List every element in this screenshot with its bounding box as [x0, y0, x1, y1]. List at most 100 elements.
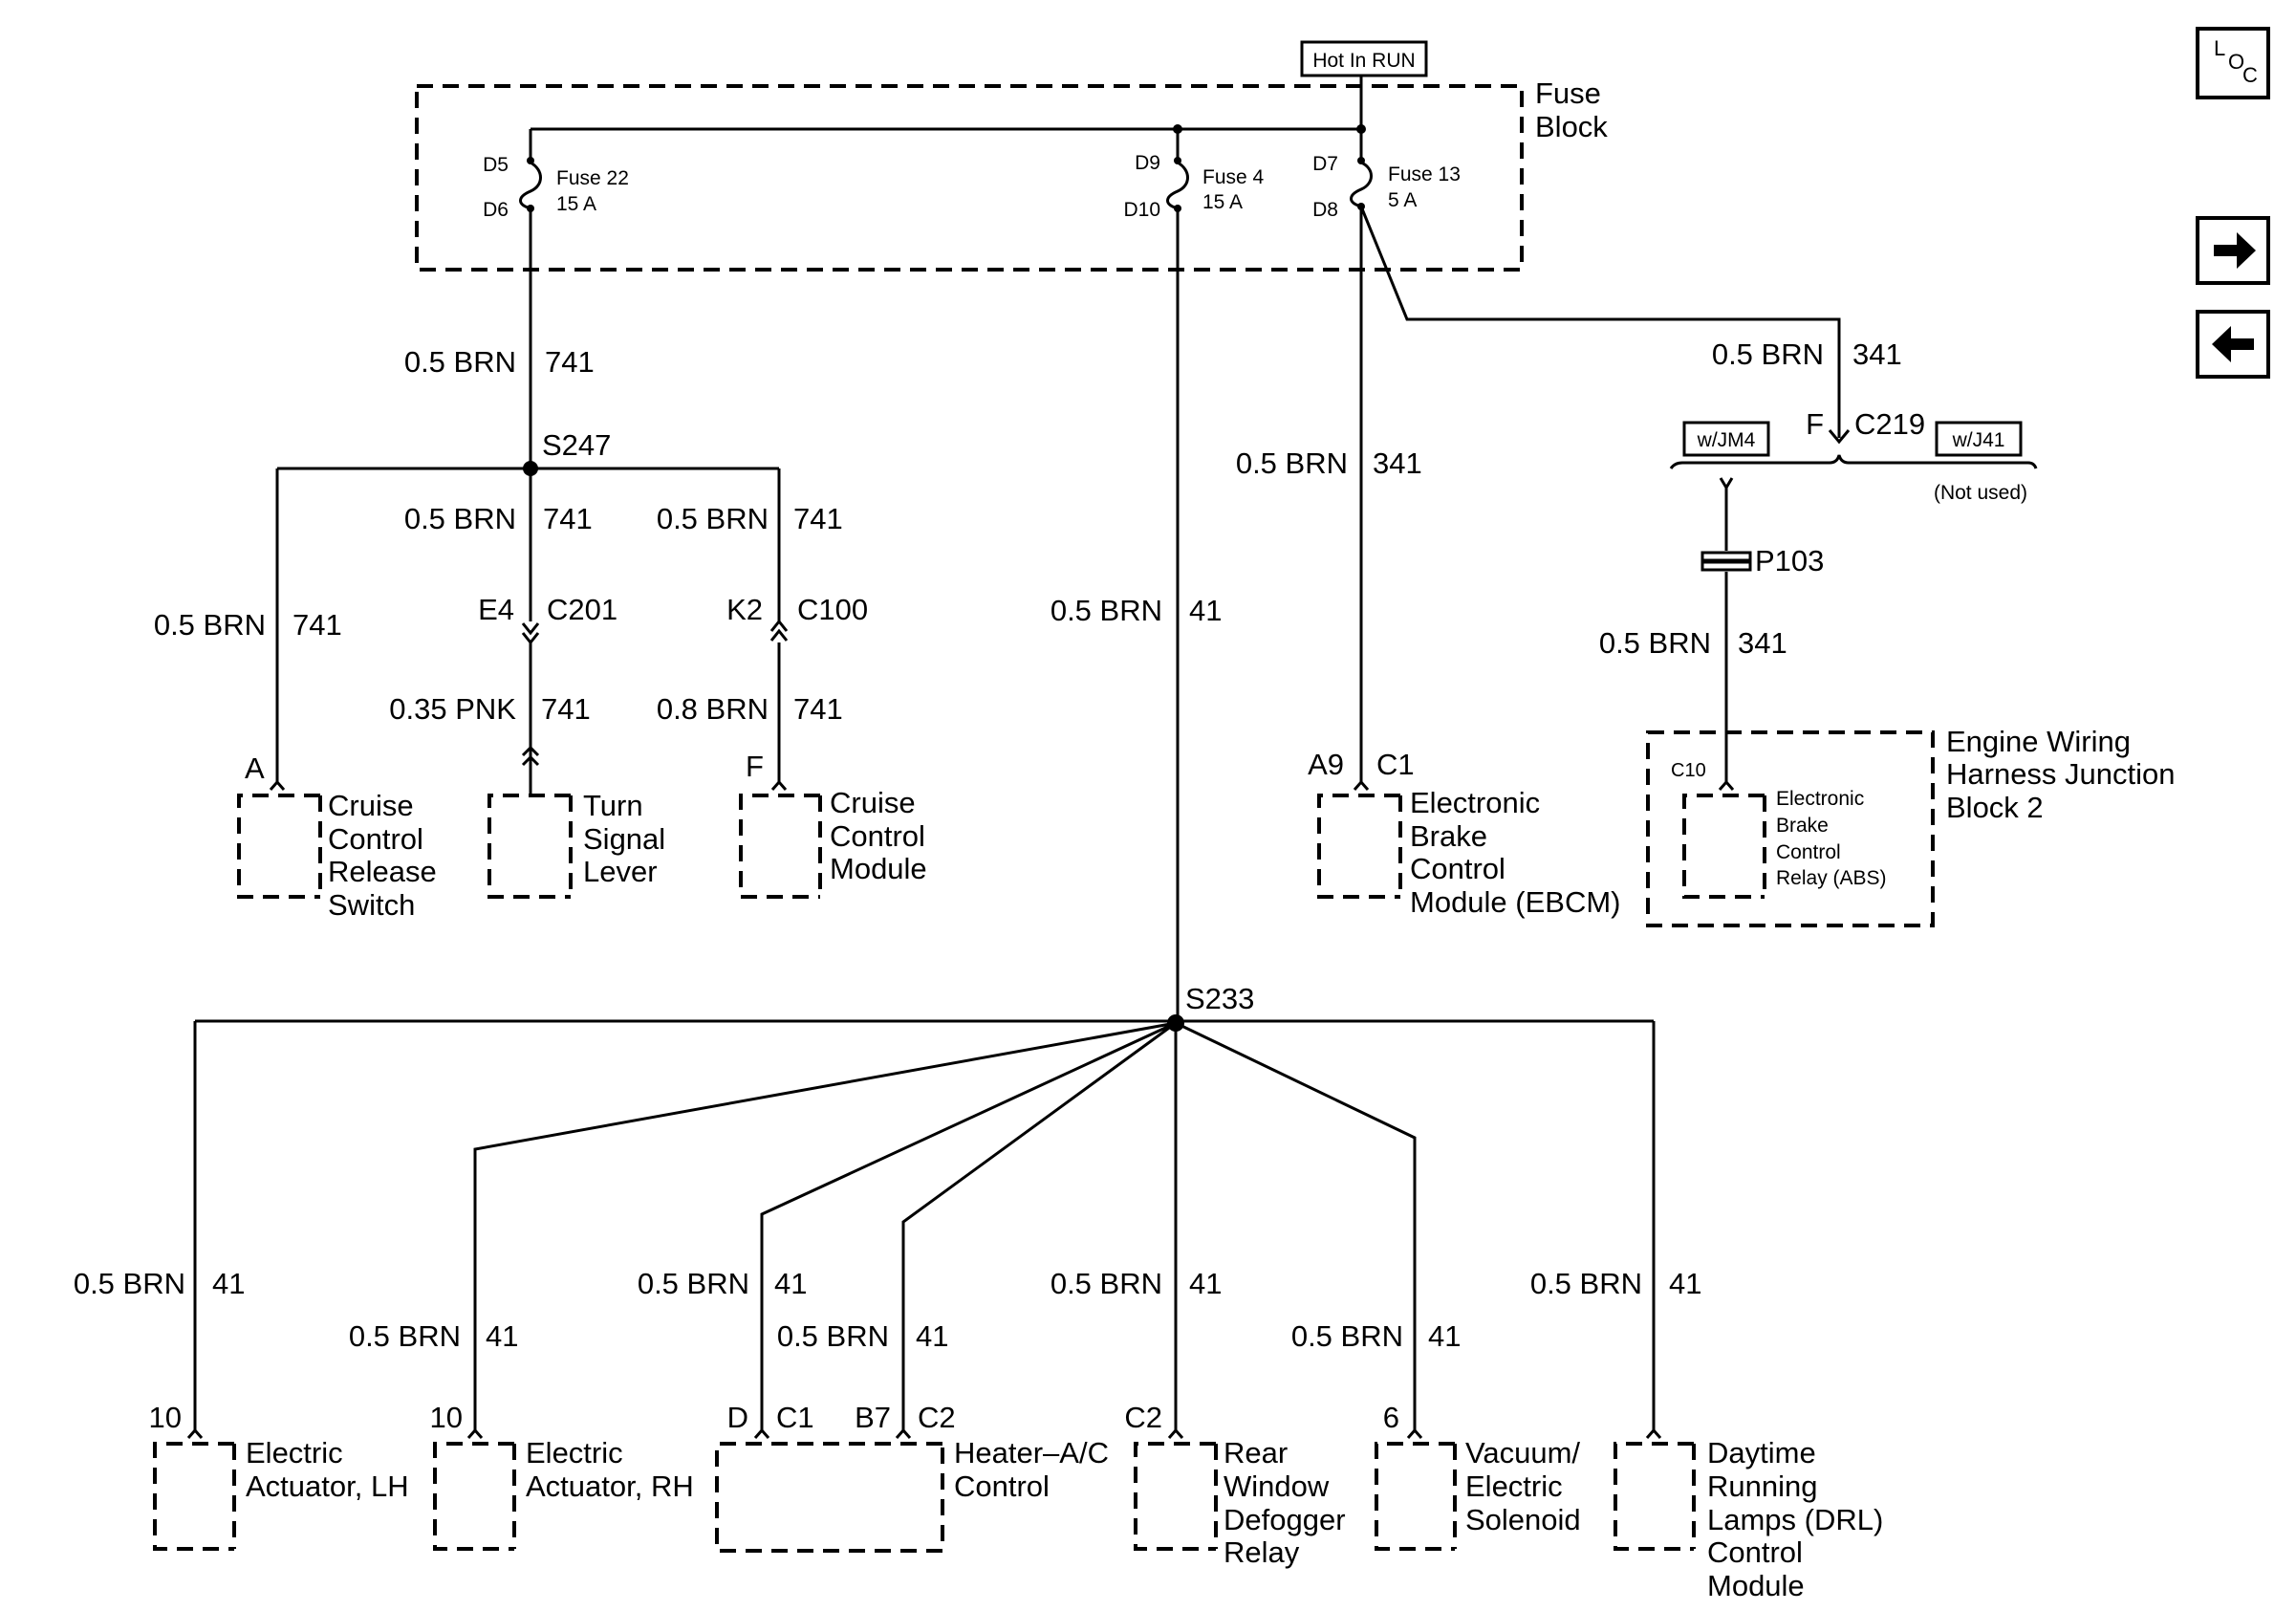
fuse-22-name: Fuse 22: [556, 167, 629, 189]
ebcr-line-4: Relay (ABS): [1776, 867, 1887, 889]
w41-main-circuit: 41: [1189, 594, 1222, 627]
electric-actuator-rh-box: [433, 1442, 516, 1551]
pin-d-hvac: D: [727, 1401, 748, 1434]
w741-right-circuit: 741: [793, 502, 843, 535]
engine-wiring-junction-block-box: [1646, 730, 1935, 927]
ewhjb-line-1: Engine Wiring: [1946, 725, 2131, 758]
conn-a-ccrs: A: [245, 751, 265, 785]
electric-actuator-lh-box: [153, 1442, 236, 1551]
arrow-left-icon: [2212, 326, 2254, 362]
conn-f-c219: F: [1806, 407, 1824, 441]
w741-08-gauge: 0.8 BRN: [657, 692, 769, 726]
c219-option-bar: [1669, 454, 2038, 469]
ccrs-line-3: Release: [328, 855, 437, 888]
b3-gauge: 0.5 BRN: [638, 1267, 749, 1300]
option-wjm4: w/JM4: [1697, 429, 1756, 451]
b5-gauge: 0.5 BRN: [1051, 1267, 1162, 1300]
ccm-line-3: Module: [830, 852, 927, 885]
vacuum-electric-solenoid-box: [1375, 1442, 1457, 1551]
ebcm-line-4: Module (EBCM): [1410, 885, 1621, 919]
w341-right-circuit: 341: [1852, 337, 1902, 371]
drl-line-1: Daytime: [1707, 1436, 1816, 1469]
fuse-4: D9 D10 Fuse 4 15 A: [1123, 152, 1264, 221]
p103-connector-icon: [1700, 551, 1752, 562]
drl-control-module-box: [1614, 1442, 1696, 1551]
ccrs-line-2: Control: [328, 822, 423, 856]
b3-circuit: 41: [774, 1267, 807, 1300]
conn-k2: K2: [726, 593, 763, 626]
w741-top-gauge: 0.5 BRN: [404, 345, 516, 379]
option-wj41: w/J41: [1952, 429, 2005, 451]
ebcm-box: [1317, 794, 1402, 899]
ea-lh-line-2: Actuator, LH: [246, 1469, 409, 1503]
w741-08-circuit: 741: [793, 692, 843, 726]
heater-ac-control-box: [715, 1442, 944, 1553]
w741-pnk-circuit: 741: [541, 692, 591, 726]
hvac-line-2: Control: [954, 1469, 1050, 1503]
rear-window-defogger-relay-box: [1134, 1442, 1218, 1551]
w741-mid-gauge: 0.5 BRN: [404, 502, 516, 535]
conn-e4: E4: [478, 593, 514, 626]
cruise-control-release-switch-box: [237, 794, 322, 899]
w41-main-gauge: 0.5 BRN: [1051, 594, 1162, 627]
pin-d8: D8: [1312, 199, 1338, 221]
conn-a9: A9: [1308, 748, 1344, 781]
b7-gauge: 0.5 BRN: [1530, 1267, 1642, 1300]
circuit-41: 0.5 BRN 41 S233 0.5 BRN 41 0.5 BRN 41 0.…: [74, 208, 1883, 1602]
b1-gauge: 0.5 BRN: [74, 1267, 185, 1300]
w741-top-circuit: 741: [545, 345, 595, 379]
fuse-block: Fuse Block Hot In RUN D5 D6 Fuse 22 15 A…: [415, 40, 1608, 272]
loc-button[interactable]: L O C: [2196, 27, 2270, 99]
ebcm-line-2: Brake: [1410, 819, 1487, 853]
ccrs-line-1: Cruise: [328, 789, 414, 822]
ewhjb-line-2: Harness Junction: [1946, 757, 2176, 791]
w341-ebcm-gauge: 0.5 BRN: [1236, 446, 1348, 480]
ccrs-line-4: Switch: [328, 888, 415, 922]
rwd-line-1: Rear: [1224, 1436, 1288, 1469]
loc-o: O: [2228, 50, 2244, 74]
turn-signal-lever-box: [487, 794, 573, 899]
conn-c100: C100: [797, 593, 868, 626]
hot-in-run-label: Hot In RUN: [1312, 50, 1415, 72]
prev-page-button[interactable]: [2196, 310, 2270, 379]
turn-signal-connector-icon: [521, 745, 540, 767]
w341-ebcm-circuit: 341: [1373, 446, 1422, 480]
w741-right-gauge: 0.5 BRN: [657, 502, 769, 535]
ves-line-3: Solenoid: [1465, 1503, 1581, 1536]
conn-c219: C219: [1854, 407, 1925, 441]
ccm-line-2: Control: [830, 819, 925, 853]
wjm4-box: [1682, 421, 1770, 457]
b7-circuit: 41: [1669, 1267, 1701, 1300]
drl-line-3: Lamps (DRL): [1707, 1503, 1883, 1536]
b4-circuit: 41: [916, 1319, 948, 1353]
w741-mid-circuit: 741: [543, 502, 593, 535]
ea-rh-line-1: Electric: [526, 1436, 623, 1469]
w341-p103-circuit: 341: [1738, 626, 1787, 660]
fuse-4-name: Fuse 4: [1202, 166, 1265, 188]
loc-c: C: [2242, 63, 2258, 87]
ebcm-line-3: Control: [1410, 852, 1505, 885]
w341-right-gauge: 0.5 BRN: [1712, 337, 1824, 371]
splice-s247-dot: [523, 461, 538, 476]
fuse-22: D5 D6 Fuse 22 15 A: [483, 154, 629, 221]
circuit-341: 0.5 BRN 341 A9 C1 Electronic Brake Contr…: [1236, 206, 2176, 927]
splice-s247-label: S247: [542, 428, 611, 462]
pin-10-lh: 10: [149, 1401, 182, 1434]
b2-gauge: 0.5 BRN: [349, 1319, 461, 1353]
fuse-bus: [529, 76, 1363, 158]
ebcr-line-1: Electronic: [1776, 788, 1864, 810]
b6-circuit: 41: [1428, 1319, 1461, 1353]
pin-d7: D7: [1312, 153, 1338, 175]
pin-d6: D6: [483, 199, 509, 221]
w741-left-circuit: 741: [292, 608, 342, 642]
ea-rh-line-2: Actuator, RH: [526, 1469, 694, 1503]
ves-line-2: Electric: [1465, 1469, 1563, 1503]
ewhjb-line-3: Block 2: [1946, 791, 2044, 824]
conn-f-ccm: F: [746, 750, 764, 783]
hot-in-run-box: [1300, 40, 1428, 77]
loc-l: L: [2214, 36, 2225, 60]
not-used-label: (Not used): [1934, 482, 2027, 504]
next-page-button[interactable]: [2196, 216, 2270, 285]
fuse-22-rating: 15 A: [556, 193, 596, 215]
